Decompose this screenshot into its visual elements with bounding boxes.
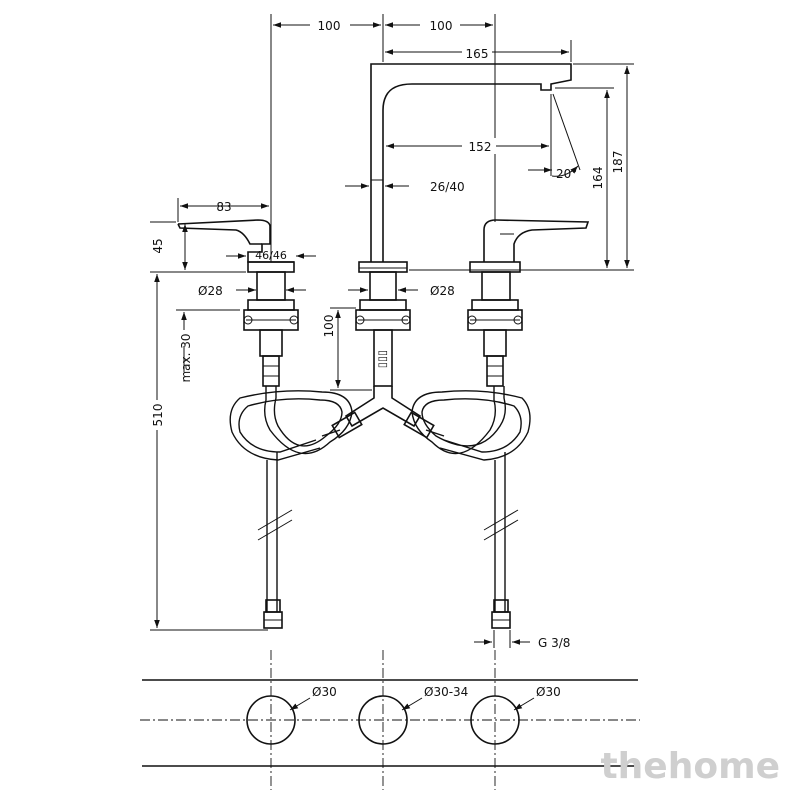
- hole-right: [470, 695, 520, 745]
- dim-max-30: max. 30: [176, 309, 240, 383]
- right-handle: [469, 219, 590, 273]
- dim-d28-center: Ø28: [348, 284, 455, 298]
- angle-label: 20°: [556, 167, 577, 181]
- top-dimension-100-right: 100: [385, 17, 493, 33]
- dim-46-46-label: 46/46: [255, 249, 287, 262]
- hole-center: [358, 695, 408, 745]
- left-handle: [177, 219, 295, 273]
- dim-45: 45: [150, 221, 246, 273]
- hole-left: [246, 695, 296, 745]
- dim-83: 83: [177, 198, 269, 222]
- spout-body: [358, 63, 572, 273]
- hole-left-label: Ø30: [312, 685, 337, 699]
- top-dimension-165: 165: [385, 44, 569, 61]
- watermark: thehome: [600, 746, 780, 787]
- dim-187-label: 187: [611, 151, 625, 174]
- dim-d28-left: Ø28: [198, 284, 306, 298]
- dim-152-label: 152: [469, 140, 492, 154]
- dim-45-label: 45: [151, 238, 165, 253]
- svg-text:▯▯▯: ▯▯▯: [377, 350, 390, 368]
- top-dimension-100-left: 100: [273, 17, 381, 33]
- dim-165-label: 165: [466, 47, 489, 61]
- dim-152: 152: [386, 94, 552, 176]
- dim-164: 164: [555, 87, 614, 268]
- center-junction: [321, 386, 445, 439]
- dim-26-40-label: 26/40: [430, 180, 465, 194]
- hole-dimension-labels: Ø30 Ø30-34 Ø30: [289, 685, 561, 711]
- dim-164-label: 164: [591, 167, 605, 190]
- dim-510-label: 510: [151, 404, 165, 427]
- dim-187: 187: [573, 63, 634, 268]
- dim-100-right-label: 100: [430, 19, 453, 33]
- dim-thread-label: G 3/8: [538, 636, 570, 650]
- dim-max-30-label: max. 30: [179, 333, 193, 382]
- dim-100-left-label: 100: [318, 19, 341, 33]
- dim-26-40: 26/40: [345, 180, 465, 194]
- dim-100-vertical-label: 100: [322, 315, 336, 338]
- right-valve: [467, 271, 523, 387]
- hole-right-label: Ø30: [536, 685, 561, 699]
- dim-46-46: 46/46: [226, 249, 316, 262]
- dim-100-vertical: 100: [322, 307, 372, 391]
- dim-510: 510: [149, 274, 268, 631]
- dim-angle: 20°: [528, 93, 581, 181]
- dim-83-label: 83: [216, 200, 231, 214]
- center-lines: [140, 14, 640, 790]
- dim-d28-center-label: Ø28: [430, 284, 455, 298]
- mounting-plate: [142, 679, 638, 767]
- center-valve: ▯▯▯: [355, 271, 411, 387]
- right-hose: [411, 386, 531, 629]
- dim-d28-left-label: Ø28: [198, 284, 223, 298]
- left-hose: [229, 386, 353, 629]
- hole-center-label: Ø30-34: [424, 685, 468, 699]
- dim-thread: G 3/8: [474, 630, 570, 650]
- left-valve: [243, 271, 299, 387]
